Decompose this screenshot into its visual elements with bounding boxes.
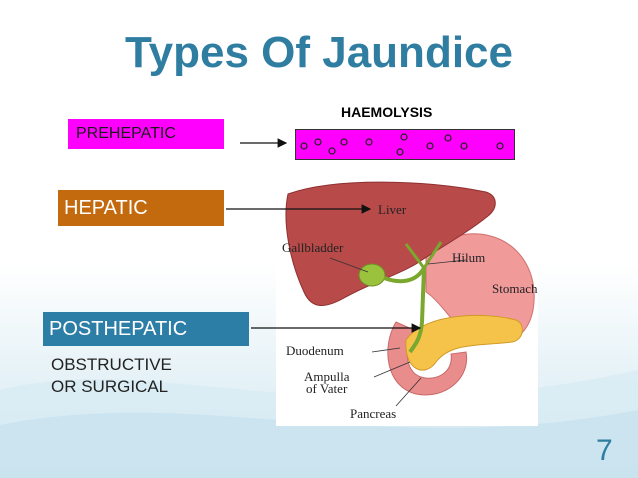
haemolysis-bar xyxy=(295,129,515,160)
hepatic-ducts xyxy=(404,241,443,269)
ampulla-label-1: Ampulla xyxy=(304,369,350,384)
duodenum-label: Duodenum xyxy=(286,343,344,358)
hepatic-box: HEPATIC xyxy=(58,190,224,226)
slide-title: Types Of Jaundice xyxy=(125,28,513,77)
pancreas-shape xyxy=(405,314,523,371)
cell-dot xyxy=(365,138,373,146)
page-number: 7 xyxy=(596,434,613,467)
cell-dot xyxy=(400,133,408,141)
cell-dot xyxy=(444,134,452,142)
pancreas-label: Pancreas xyxy=(350,406,396,421)
gallbladder-shape xyxy=(358,263,386,287)
cell-dot xyxy=(300,142,308,150)
note-line-1: OBSTRUCTIVE xyxy=(51,355,172,374)
cell-dot xyxy=(460,142,468,150)
posthepatic-box: POSTHEPATIC xyxy=(43,312,249,346)
liver-shape xyxy=(285,181,496,306)
red-cells-graphic xyxy=(300,133,504,156)
cell-dot xyxy=(426,142,434,150)
note-line-2: OR SURGICAL xyxy=(51,377,169,396)
cell-dot xyxy=(396,148,404,156)
posthepatic-note: OBSTRUCTIVE OR SURGICAL xyxy=(51,354,172,398)
prehepatic-box: PREHEPATIC xyxy=(68,119,224,149)
cell-dot xyxy=(340,138,348,146)
anatomy-illustration: Liver Gallbladder Hilum Stomach Duodenum… xyxy=(282,181,538,421)
haemolysis-label: HAEMOLYSIS xyxy=(341,104,433,120)
stomach-label: Stomach xyxy=(492,281,538,296)
gallbladder-label: Gallbladder xyxy=(282,240,344,255)
cell-dot xyxy=(496,142,504,150)
liver-anatomy-diagram: Liver Gallbladder Hilum Stomach Duodenum… xyxy=(276,172,538,426)
cystic-duct xyxy=(383,266,426,284)
cell-dot xyxy=(314,138,322,146)
cell-dot xyxy=(328,147,336,155)
common-bile-duct xyxy=(408,267,426,354)
ampulla-label-2: of Vater xyxy=(306,381,348,396)
hilum-label: Hilum xyxy=(452,250,485,265)
liver-label: Liver xyxy=(378,202,407,217)
